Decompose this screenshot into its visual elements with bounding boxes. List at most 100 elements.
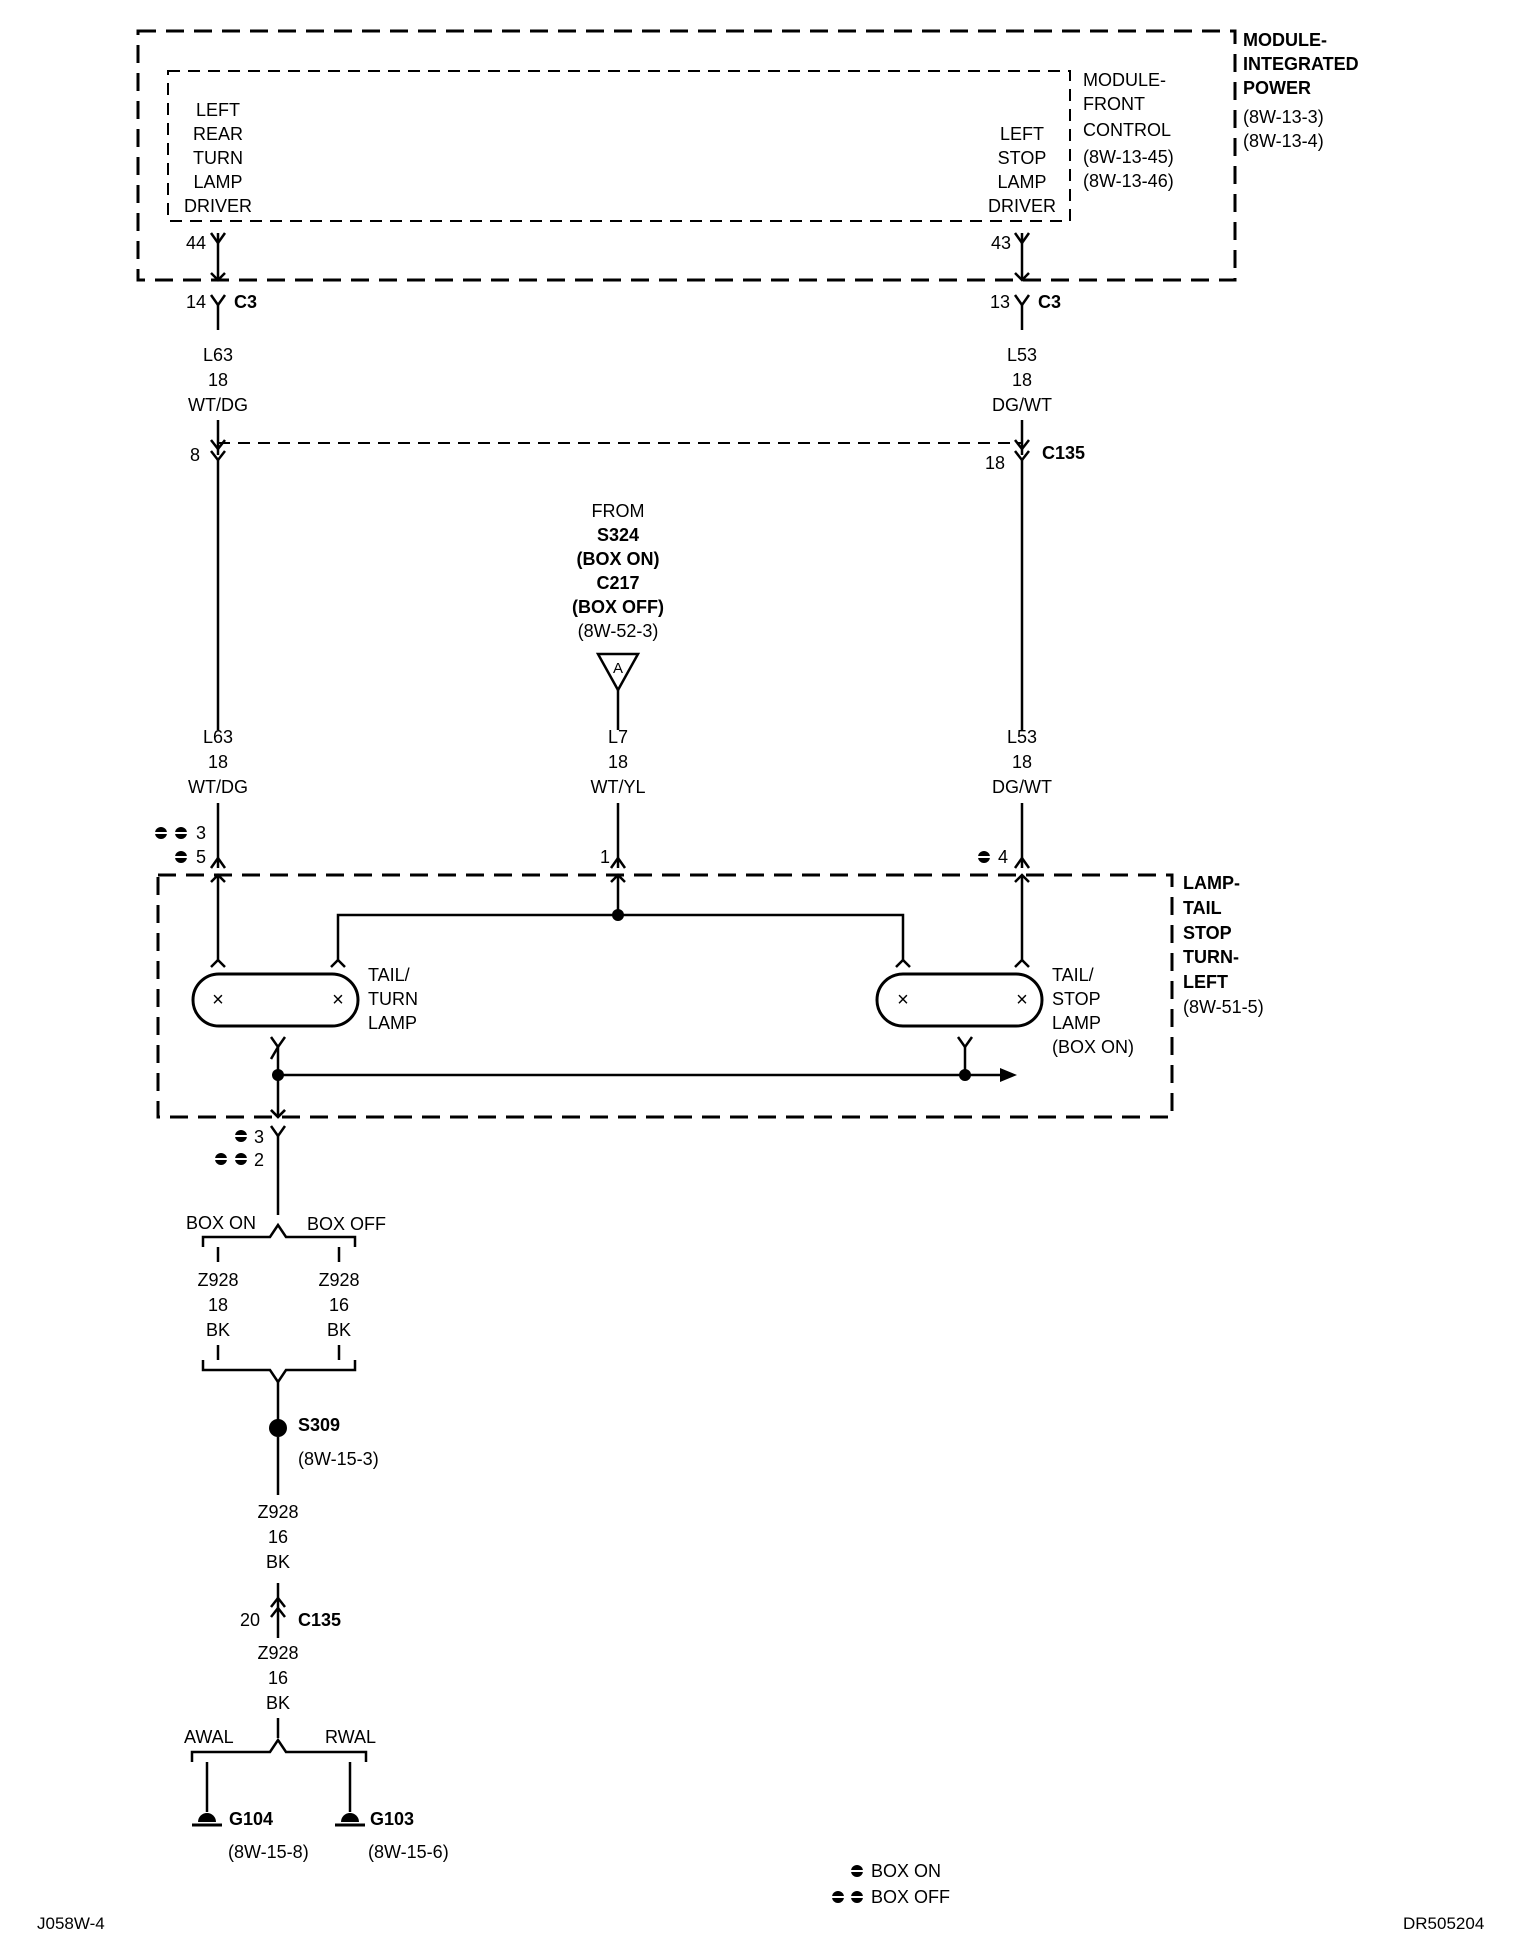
awal-label: AWAL bbox=[184, 1727, 234, 1747]
svg-text:WT/YL: WT/YL bbox=[590, 777, 645, 797]
wire-label-l63-bottom: L63 18 WT/DG bbox=[188, 727, 248, 797]
lamp-pin-left-top: 3 bbox=[196, 823, 206, 843]
svg-text:16: 16 bbox=[268, 1527, 288, 1547]
pin-left-c3: 14 bbox=[186, 292, 206, 312]
module-front-control-box bbox=[167, 70, 1071, 222]
tail-turn-lamp-label: TAIL/ TURN LAMP bbox=[368, 965, 418, 1033]
svg-text:L63: L63 bbox=[203, 727, 233, 747]
lamp-assembly-label: LAMP- TAIL STOP TURN- LEFT (8W-51-5) bbox=[1183, 873, 1264, 1017]
lower-c135-pin: 20 bbox=[240, 1610, 260, 1630]
svg-text:DRIVER: DRIVER bbox=[988, 196, 1056, 216]
svg-text:(BOX ON): (BOX ON) bbox=[1052, 1037, 1134, 1057]
svg-text:BK: BK bbox=[266, 1693, 290, 1713]
lamp-assembly-box bbox=[156, 873, 1174, 1119]
svg-text:LEFT: LEFT bbox=[1183, 972, 1228, 992]
svg-text:BK: BK bbox=[327, 1320, 351, 1340]
ground-g103-ref: (8W-15-6) bbox=[368, 1842, 449, 1862]
svg-text:TAIL: TAIL bbox=[1183, 898, 1222, 918]
svg-text:DRIVER: DRIVER bbox=[184, 196, 252, 216]
svg-text:L7: L7 bbox=[608, 727, 628, 747]
box-off-branch-label: BOX OFF bbox=[307, 1214, 386, 1234]
ground-g103-name: G103 bbox=[370, 1809, 414, 1829]
option-merge-bracket bbox=[201, 1360, 357, 1385]
splice-s309-dot bbox=[269, 1419, 287, 1437]
svg-text:LAMP-: LAMP- bbox=[1183, 873, 1240, 893]
svg-text:INTEGRATED: INTEGRATED bbox=[1243, 54, 1359, 74]
lower-c135-name: C135 bbox=[298, 1610, 341, 1630]
svg-text:18: 18 bbox=[208, 1295, 228, 1315]
option-branch-bracket bbox=[201, 1222, 357, 1247]
legend-box-on-label: BOX ON bbox=[871, 1861, 941, 1881]
svg-text:STOP: STOP bbox=[1183, 923, 1232, 943]
svg-text:(8W-13-3): (8W-13-3) bbox=[1243, 107, 1324, 127]
svg-text:FROM: FROM bbox=[592, 501, 645, 521]
wire-label-z928-box-on: Z928 18 BK bbox=[197, 1270, 238, 1340]
footer-right-code: DR505204 bbox=[1403, 1914, 1484, 1933]
svg-text:(8W-13-46): (8W-13-46) bbox=[1083, 171, 1174, 191]
svg-text:16: 16 bbox=[329, 1295, 349, 1315]
module-integrated-power-label: MODULE- INTEGRATED POWER (8W-13-3) (8W-1… bbox=[1243, 30, 1359, 151]
svg-text:STOP: STOP bbox=[1052, 989, 1101, 1009]
ground-wire-upper bbox=[269, 1109, 287, 1215]
svg-text:BK: BK bbox=[266, 1552, 290, 1572]
lamp-filament-icon: × bbox=[332, 989, 344, 1011]
svg-text:DG/WT: DG/WT bbox=[992, 395, 1052, 415]
svg-text:L53: L53 bbox=[1007, 727, 1037, 747]
ground-g104-icon bbox=[192, 1813, 222, 1827]
svg-text:(8W-52-3): (8W-52-3) bbox=[578, 621, 659, 641]
svg-text:18: 18 bbox=[608, 752, 628, 772]
svg-text:TURN: TURN bbox=[368, 989, 418, 1009]
lamp-pin-center: 1 bbox=[600, 847, 610, 867]
rwal-label: RWAL bbox=[325, 1727, 376, 1747]
splice-s309-ref: (8W-15-3) bbox=[298, 1449, 379, 1469]
svg-text:TURN-: TURN- bbox=[1183, 947, 1239, 967]
lamp-pin-ground-top: 3 bbox=[254, 1127, 264, 1147]
svg-text:18: 18 bbox=[1012, 370, 1032, 390]
left-rear-turn-driver-label: LEFT REAR TURN LAMP DRIVER bbox=[184, 100, 252, 216]
svg-text:(8W-51-5): (8W-51-5) bbox=[1183, 997, 1264, 1017]
left-wire-l63-upper bbox=[209, 232, 227, 330]
connector-reference-letter: A bbox=[613, 660, 623, 677]
svg-text:LAMP: LAMP bbox=[997, 172, 1046, 192]
wire-label-z928-box-off: Z928 16 BK bbox=[318, 1270, 359, 1340]
ground-g104-ref: (8W-15-8) bbox=[228, 1842, 309, 1862]
pin-left-module: 44 bbox=[186, 233, 206, 253]
svg-text:TAIL/: TAIL/ bbox=[368, 965, 410, 985]
svg-text:LAMP: LAMP bbox=[1052, 1013, 1101, 1033]
wire-label-z928-lower2: Z928 16 BK bbox=[257, 1643, 298, 1713]
svg-text:CONTROL: CONTROL bbox=[1083, 120, 1171, 140]
pin-left-c135: 8 bbox=[190, 445, 200, 465]
module-integrated-power-box bbox=[136, 29, 1237, 282]
svg-text:L63: L63 bbox=[203, 345, 233, 365]
svg-text:18: 18 bbox=[208, 752, 228, 772]
svg-text:MODULE-: MODULE- bbox=[1243, 30, 1327, 50]
right-wire-l53-mid bbox=[1014, 420, 1030, 730]
splice-dot bbox=[959, 1069, 971, 1081]
svg-text:TURN: TURN bbox=[193, 148, 243, 168]
svg-text:STOP: STOP bbox=[998, 148, 1047, 168]
svg-text:Z928: Z928 bbox=[318, 1270, 359, 1290]
svg-text:L53: L53 bbox=[1007, 345, 1037, 365]
footer-left-code: J058W-4 bbox=[37, 1914, 105, 1933]
connector-reference-triangle-icon bbox=[595, 652, 641, 693]
box-on-symbol-icon bbox=[155, 827, 187, 863]
svg-text:FRONT: FRONT bbox=[1083, 94, 1145, 114]
splice-dot bbox=[272, 1069, 284, 1081]
svg-text:(BOX ON): (BOX ON) bbox=[577, 549, 660, 569]
legend-box-off-label: BOX OFF bbox=[871, 1887, 950, 1907]
box-on-symbol-icon bbox=[215, 1130, 247, 1165]
wire-label-z928-lower1: Z928 16 BK bbox=[257, 1502, 298, 1572]
splice-s309-name: S309 bbox=[298, 1415, 340, 1435]
tail-stop-lamp-bulb bbox=[875, 972, 1044, 1028]
lamp-pin-left-bottom: 5 bbox=[196, 847, 206, 867]
pin-right-module: 43 bbox=[991, 233, 1011, 253]
svg-text:(BOX OFF): (BOX OFF) bbox=[572, 597, 664, 617]
lamp-pin-right: 4 bbox=[998, 847, 1008, 867]
source-label: FROM S324 (BOX ON) C217 (BOX OFF) (8W-52… bbox=[572, 501, 664, 641]
lower-c135-connector bbox=[270, 1583, 286, 1638]
tail-turn-lamp-bulb bbox=[191, 972, 360, 1028]
svg-text:LEFT: LEFT bbox=[1000, 124, 1044, 144]
svg-text:Z928: Z928 bbox=[257, 1502, 298, 1522]
svg-text:(8W-13-45): (8W-13-45) bbox=[1083, 147, 1174, 167]
